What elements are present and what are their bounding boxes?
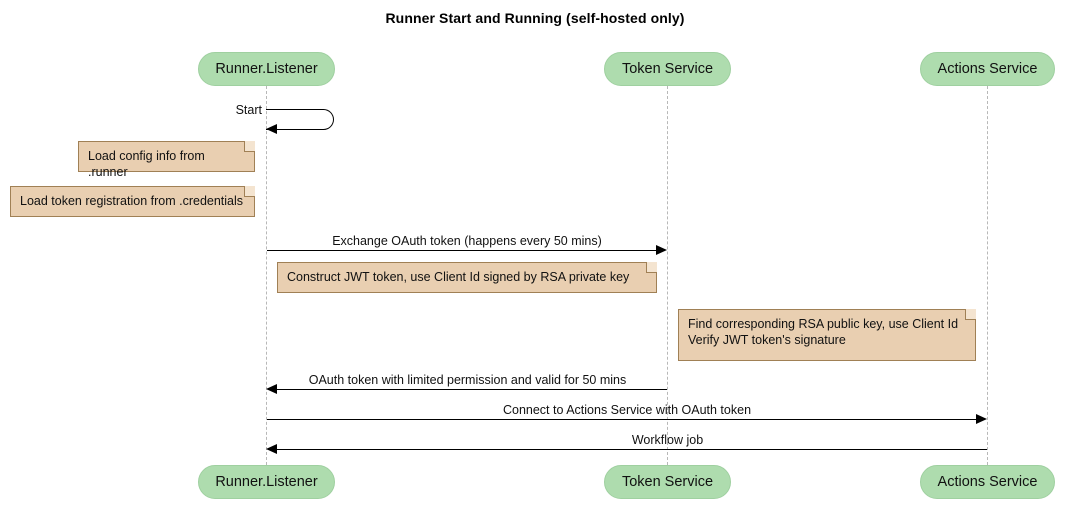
message-line-oauth-token-response	[277, 389, 667, 390]
participant-label: Runner.Listener	[215, 61, 318, 77]
note-load-token-registration: Load token registration from .credential…	[10, 186, 255, 217]
message-label-start: Start	[235, 103, 262, 117]
note-fold-corner-icon	[965, 309, 976, 320]
message-label-oauth-token-response: OAuth token with limited permission and …	[308, 373, 627, 387]
message-line-exchange-oauth-token	[267, 250, 656, 251]
message-label-exchange-oauth-token: Exchange OAuth token (happens every 50 m…	[332, 234, 602, 248]
participant-token-bottom[interactable]: Token Service	[604, 465, 731, 499]
arrowhead-oauth-token-response	[266, 384, 277, 394]
arrowhead-workflow-job	[266, 444, 277, 454]
note-text: Load token registration from .credential…	[20, 194, 244, 208]
lifeline-actions	[987, 86, 988, 465]
arrowhead-connect-actions-service	[976, 414, 987, 424]
note-construct-jwt-token: Construct JWT token, use Client Id signe…	[277, 262, 657, 293]
message-line-connect-actions-service	[267, 419, 976, 420]
arrowhead-exchange-oauth-token	[656, 245, 667, 255]
participant-label: Token Service	[621, 474, 714, 490]
diagram-title: Runner Start and Running (self-hosted on…	[385, 10, 685, 26]
participant-label: Actions Service	[937, 474, 1038, 490]
participant-actions-top[interactable]: Actions Service	[920, 52, 1055, 86]
message-self-loop-start	[266, 109, 334, 130]
participant-token-top[interactable]: Token Service	[604, 52, 731, 86]
note-text: Construct JWT token, use Client Id signe…	[287, 270, 630, 284]
note-text: Find corresponding RSA public key, use C…	[688, 317, 959, 347]
note-text: Load config info from .runner	[88, 149, 205, 179]
participant-runner-bottom[interactable]: Runner.Listener	[198, 465, 335, 499]
participant-actions-bottom[interactable]: Actions Service	[920, 465, 1055, 499]
lifeline-token	[667, 86, 668, 465]
participant-label: Actions Service	[937, 61, 1038, 77]
note-verify-jwt-signature: Find corresponding RSA public key, use C…	[678, 309, 976, 361]
arrowhead-start	[266, 124, 277, 134]
note-fold-corner-icon	[244, 141, 255, 152]
participant-label: Token Service	[621, 61, 714, 77]
message-label-connect-actions-service: Connect to Actions Service with OAuth to…	[502, 403, 752, 417]
participant-label: Runner.Listener	[215, 474, 318, 490]
note-load-config-info: Load config info from .runner	[78, 141, 255, 179]
note-fold-corner-icon	[244, 186, 255, 197]
message-label-workflow-job: Workflow job	[631, 433, 704, 447]
message-line-workflow-job	[277, 449, 987, 450]
lifeline-runner	[266, 86, 267, 465]
participant-runner-top[interactable]: Runner.Listener	[198, 52, 335, 86]
note-fold-corner-icon	[646, 262, 657, 273]
